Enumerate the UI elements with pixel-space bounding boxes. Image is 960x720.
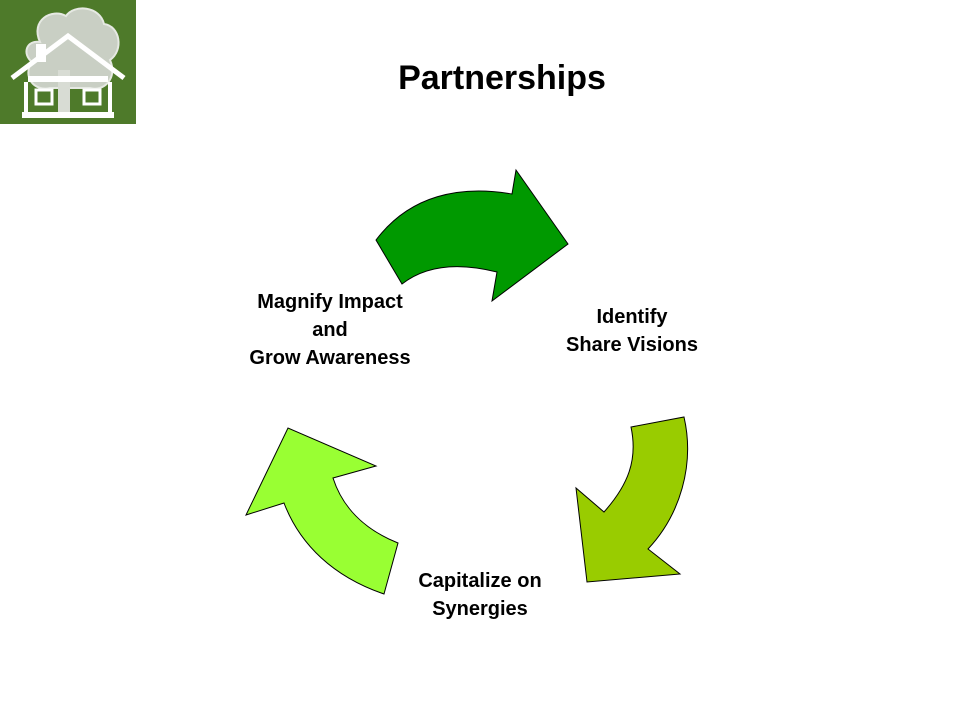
slide-title: Partnerships (398, 59, 606, 97)
step-label-magnify: Magnify Impact and Grow Awareness (249, 291, 411, 369)
step-label-identify: Identify Share Visions (566, 306, 698, 356)
cycle-arrow-right-icon (575, 416, 689, 583)
cycle-arrow-left-icon (245, 427, 399, 595)
step-label-capitalize: Capitalize on Synergies (418, 570, 542, 620)
house-tree-logo-icon (0, 0, 136, 124)
cycle-arrow-top-icon (375, 168, 569, 303)
